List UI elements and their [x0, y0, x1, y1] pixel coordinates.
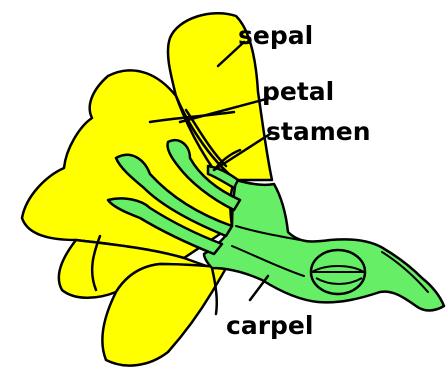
label-sepal: sepal [238, 21, 313, 50]
carpel-ovary [311, 250, 365, 294]
label-petal: petal [262, 77, 334, 106]
label-carpel: carpel [226, 311, 313, 340]
label-stamen: stamen [266, 117, 371, 146]
